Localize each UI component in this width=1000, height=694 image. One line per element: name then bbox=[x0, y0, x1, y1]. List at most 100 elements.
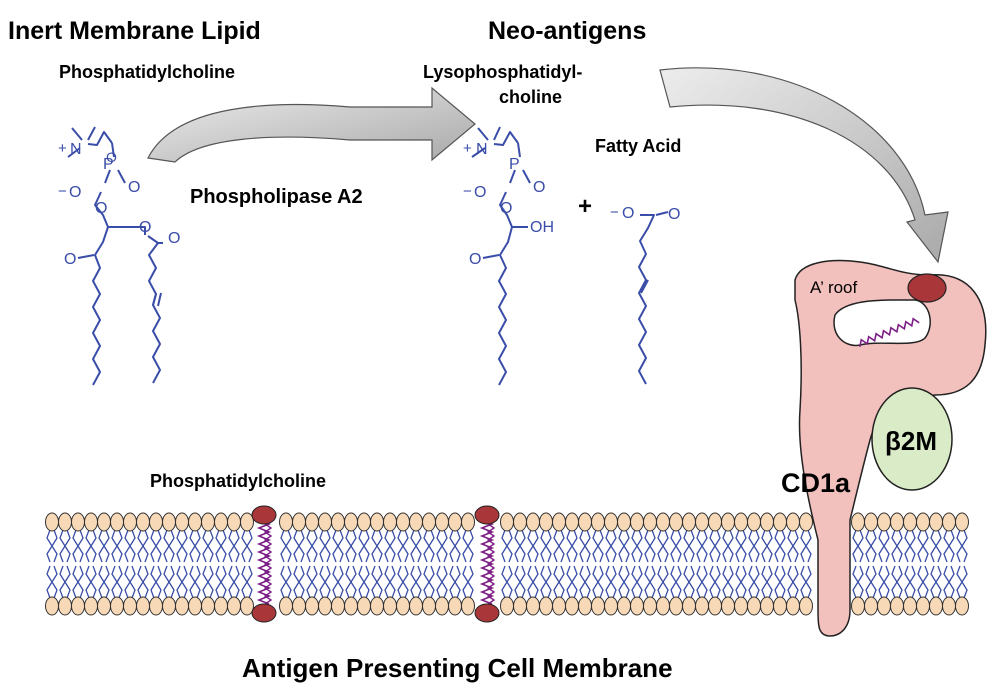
lipid-head bbox=[656, 512, 670, 532]
lipid-tail bbox=[501, 565, 513, 599]
lipid-tail bbox=[904, 565, 916, 599]
lipid-head bbox=[461, 596, 475, 616]
svg-text:N: N bbox=[70, 141, 82, 158]
lipid-tail bbox=[748, 529, 760, 563]
lipid-tail bbox=[592, 565, 604, 599]
lipid-head bbox=[344, 512, 358, 532]
lipid-tail bbox=[384, 565, 396, 599]
ligand-head bbox=[251, 505, 277, 525]
lipid-tail bbox=[215, 529, 227, 563]
lipid-tail bbox=[852, 565, 864, 599]
lipid-head bbox=[786, 596, 800, 616]
lipid-head bbox=[864, 512, 878, 532]
lipid-tail bbox=[709, 529, 721, 563]
svg-text:−: − bbox=[610, 204, 619, 221]
svg-text:O: O bbox=[106, 149, 117, 165]
lipid-tail bbox=[605, 565, 617, 599]
lipid-tail bbox=[319, 565, 331, 599]
lipid-head bbox=[188, 596, 202, 616]
lipid-head bbox=[123, 596, 137, 616]
lipid-head bbox=[227, 512, 241, 532]
lipid-tail bbox=[657, 565, 669, 599]
lipid-tail bbox=[722, 565, 734, 599]
lipid-head bbox=[357, 512, 371, 532]
lipid-head bbox=[175, 596, 189, 616]
label-fatty-acid: Fatty Acid bbox=[595, 136, 682, 156]
lipid-tail bbox=[293, 529, 305, 563]
svg-text:O: O bbox=[64, 251, 76, 268]
lipid-head bbox=[71, 596, 85, 616]
lipid-head bbox=[864, 596, 878, 616]
lipid-tail bbox=[150, 565, 162, 599]
lipid-head bbox=[851, 596, 865, 616]
svg-text:O: O bbox=[474, 184, 486, 201]
lipid-tail bbox=[605, 529, 617, 563]
lipid-tail bbox=[631, 565, 643, 599]
label-b2m: β2M bbox=[885, 426, 937, 456]
lipid-tail bbox=[683, 529, 695, 563]
lipid-head bbox=[682, 596, 696, 616]
lipid-tail bbox=[189, 565, 201, 599]
lipid-tail bbox=[228, 565, 240, 599]
lipid-head bbox=[110, 512, 124, 532]
lipid-head bbox=[162, 512, 176, 532]
lipid-tail bbox=[319, 529, 331, 563]
lipid-tail bbox=[657, 529, 669, 563]
title-antigen-presenting-cell-membrane: Antigen Presenting Cell Membrane bbox=[242, 653, 673, 683]
lipid-tail bbox=[215, 565, 227, 599]
lipid-tail bbox=[98, 565, 110, 599]
lipid-head bbox=[58, 512, 72, 532]
lipid-tail bbox=[735, 529, 747, 563]
lipid-tail bbox=[878, 529, 890, 563]
lipid-head bbox=[214, 596, 228, 616]
lipid-head bbox=[422, 512, 436, 532]
pocket-ligand-head bbox=[907, 273, 947, 303]
lysophosphatidylcholine-structure bbox=[471, 126, 531, 386]
lipid-tail bbox=[540, 565, 552, 599]
lipid-tail bbox=[579, 565, 591, 599]
lipid-tail bbox=[423, 565, 435, 599]
phosphatidylcholine-structure bbox=[67, 126, 163, 386]
svg-text:O: O bbox=[168, 230, 180, 247]
lipid-tail bbox=[462, 529, 474, 563]
lipid-tail bbox=[332, 565, 344, 599]
lipid-tail bbox=[943, 529, 955, 563]
lipid-head bbox=[851, 512, 865, 532]
lipid-head bbox=[513, 512, 527, 532]
lipid-tail bbox=[46, 565, 58, 599]
lipid-head bbox=[877, 512, 891, 532]
title-neo-antigens: Neo-antigens bbox=[488, 17, 647, 45]
ligand-head bbox=[251, 603, 277, 623]
title-inert-membrane-lipid: Inert Membrane Lipid bbox=[8, 17, 261, 45]
lipid-head bbox=[708, 512, 722, 532]
lipid-head bbox=[955, 512, 969, 532]
membrane-phosphatidylcholine-ligands bbox=[251, 505, 500, 623]
lipid-head bbox=[344, 596, 358, 616]
lipid-head bbox=[357, 596, 371, 616]
lipid-tail bbox=[735, 565, 747, 599]
lipid-tail bbox=[46, 529, 58, 563]
lipid-tail bbox=[527, 529, 539, 563]
lipid-head bbox=[448, 512, 462, 532]
lipid-tail bbox=[670, 565, 682, 599]
lipid-tail bbox=[553, 565, 565, 599]
lipid-head bbox=[370, 596, 384, 616]
lipid-head bbox=[45, 596, 59, 616]
lipid-head bbox=[721, 596, 735, 616]
lipid-head bbox=[643, 512, 657, 532]
lipid-head bbox=[45, 512, 59, 532]
lipid-head bbox=[890, 596, 904, 616]
label-choline: choline bbox=[499, 87, 563, 107]
lipid-head bbox=[84, 596, 98, 616]
lipid-tail bbox=[878, 565, 890, 599]
lipid-head bbox=[149, 596, 163, 616]
svg-text:+: + bbox=[463, 140, 472, 157]
lipid-tail bbox=[228, 529, 240, 563]
lipid-tail bbox=[345, 529, 357, 563]
lipid-tail bbox=[124, 529, 136, 563]
lysophosphatidylcholine-atoms: + N P − O O O OH O bbox=[463, 140, 554, 268]
lipid-head bbox=[110, 596, 124, 616]
lipid-head bbox=[916, 512, 930, 532]
lipid-tail bbox=[553, 529, 565, 563]
lipid-head bbox=[799, 512, 813, 532]
